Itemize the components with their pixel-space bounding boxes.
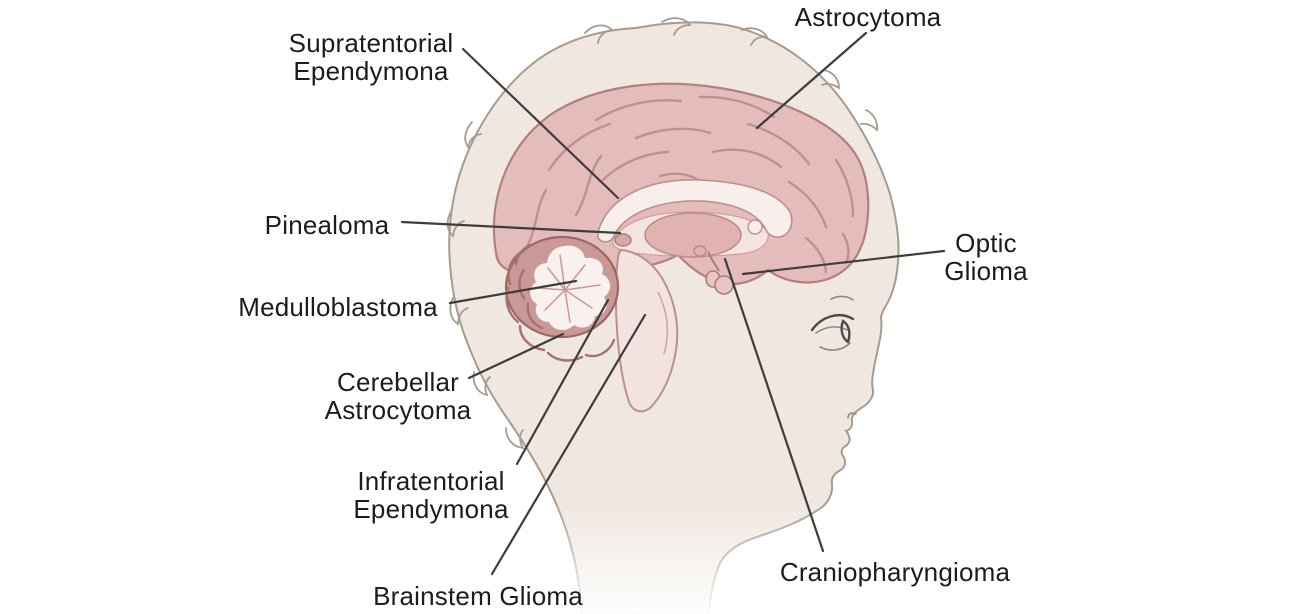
hair-tuft (464, 121, 482, 150)
eye-lower-lid (819, 342, 851, 351)
mammillary-body (693, 245, 707, 257)
hair-tuft (661, 17, 692, 36)
label-pinealoma: Pinealoma (264, 210, 390, 240)
hair-tuft (449, 297, 469, 326)
thalamus (644, 212, 742, 258)
eye-crease (815, 326, 848, 334)
hair-tuft (584, 24, 614, 44)
label-infratentorial-ependymona: Infratentorial Ependymona (353, 466, 509, 524)
leader-line-craniopharyngioma (723, 257, 825, 553)
brainstem (614, 245, 707, 413)
label-cerebellar-astrocytoma: Cerebellar Astrocytoma (324, 367, 472, 425)
label-astrocytoma: Astrocytoma (794, 2, 942, 32)
pituitary-gland (705, 251, 734, 295)
leader-line-cerebellar-astrocytoma (467, 332, 565, 380)
hair-tuft (741, 27, 769, 46)
leader-line-pinealoma (400, 220, 622, 235)
leader-line-infratentorial-ependymona (515, 298, 610, 466)
leader-line-optic-glioma (741, 249, 946, 276)
label-brainstem-glioma: Brainstem Glioma (373, 581, 583, 611)
label-craniopharyngioma: Craniopharyngioma (779, 557, 1011, 587)
face-details (810, 295, 857, 419)
eye-upper-lash (810, 314, 855, 332)
hair-tuft (860, 109, 879, 132)
nostril (847, 412, 857, 419)
label-supratentorial-ependymona: Supratentorial Ependymona (288, 28, 454, 86)
eyebrow (830, 295, 854, 301)
hair-tuft (821, 69, 840, 90)
arbor-vitae (530, 245, 611, 331)
hair-tuft (505, 427, 525, 450)
ventricle-and-corpus-callosum (597, 179, 793, 258)
label-medulloblastoma: Medulloblastoma (238, 292, 438, 322)
pineal-gland (614, 233, 632, 247)
leader-lines (400, 31, 946, 576)
leader-line-medulloblastoma (448, 279, 578, 305)
fornix (747, 219, 763, 235)
hair-tuft (446, 209, 465, 238)
hair-tuft (472, 371, 491, 397)
leader-line-supratentorial-ependymona (461, 47, 620, 200)
cerebellum (504, 235, 620, 362)
eye-iris (840, 319, 851, 344)
leader-line-brainstem-glioma (490, 313, 647, 576)
leader-line-astrocytoma (755, 31, 868, 130)
label-optic-glioma: Optic Glioma (944, 228, 1028, 286)
neck-fade (430, 500, 910, 614)
